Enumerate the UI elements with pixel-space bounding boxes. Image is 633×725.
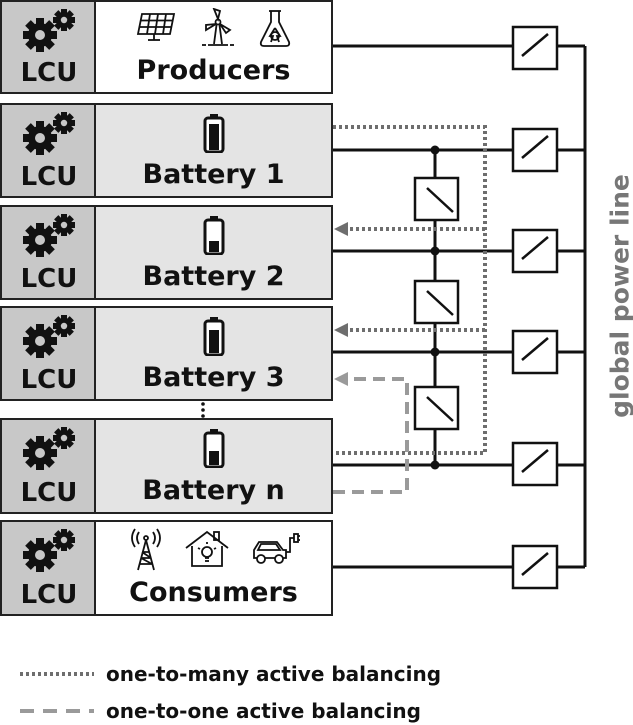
lcu-label: LCU	[20, 365, 78, 395]
unit-label: Battery 3	[142, 362, 285, 393]
battery-2-unit: LCU Battery 2	[0, 205, 333, 300]
gears-icon	[23, 112, 75, 155]
junction-dot	[430, 246, 440, 256]
arrowhead	[334, 222, 348, 236]
solar-panel-icon	[136, 8, 178, 48]
switch-icon	[511, 228, 559, 274]
unit-body: Battery 1	[96, 105, 331, 196]
one-to-many-trunk	[333, 125, 487, 455]
one-to-one-balancing-path	[333, 377, 409, 494]
dotted-line-icon	[20, 672, 94, 676]
one-to-many-arrowheads	[334, 222, 348, 337]
lcu-panel: LCU	[2, 2, 96, 92]
gears-icon	[23, 214, 75, 257]
battery-icon	[203, 114, 224, 153]
electric-car-icon	[250, 528, 300, 572]
lcu-label: LCU	[20, 264, 78, 294]
balancing-switches	[413, 176, 460, 431]
junction-dot	[430, 145, 440, 155]
unit-label: Battery 2	[142, 261, 285, 292]
unit-body: Battery 2	[96, 207, 331, 298]
unit-label: Battery n	[142, 475, 285, 506]
lcu-label: LCU	[20, 162, 78, 192]
switch-icon	[511, 441, 559, 487]
unit-icons	[96, 8, 331, 48]
switch-icon	[511, 25, 559, 71]
gears-icon	[23, 427, 75, 470]
wind-turbine-icon	[198, 8, 238, 48]
battery-icon	[203, 429, 224, 468]
battery-1-unit: LCU Battery 1	[0, 103, 333, 198]
global-power-line-label: global power line	[605, 174, 633, 418]
lcu-label: LCU	[20, 58, 78, 88]
ellipsis-icon	[201, 402, 205, 418]
legend-one-to-one: one-to-one active balancing	[20, 699, 421, 723]
unit-label: Battery 1	[142, 159, 285, 190]
switch-icon	[511, 329, 559, 375]
power-connections	[333, 44, 587, 569]
gears-icon	[23, 529, 75, 572]
unit-icons	[96, 528, 331, 572]
unit-body: Producers	[96, 2, 331, 92]
dashed-line-icon	[20, 709, 94, 713]
arrowhead	[334, 323, 348, 337]
switch-icon	[413, 279, 460, 325]
unit-label: Consumers	[129, 577, 298, 608]
bus-junctions	[430, 145, 440, 470]
unit-body: Battery 3	[96, 308, 331, 399]
switch-icon	[413, 385, 460, 431]
unit-body: Battery n	[96, 420, 331, 512]
cell-tower-icon	[128, 528, 164, 572]
junction-dot	[430, 460, 440, 470]
switch-icon	[413, 176, 460, 222]
biogas-flask-icon	[258, 8, 292, 48]
battery-3-unit: LCU Battery 3	[0, 306, 333, 401]
battery-icon	[203, 216, 224, 255]
unit-label: Producers	[136, 55, 291, 86]
producers-unit: LCU Producers	[0, 0, 333, 94]
legend-one-to-many: one-to-many active balancing	[20, 662, 441, 686]
gears-icon	[23, 9, 75, 52]
lcu-panel: LCU	[2, 420, 96, 512]
lcu-label: LCU	[20, 580, 78, 610]
arrowhead	[334, 372, 348, 386]
power-line-switches	[511, 25, 559, 590]
lcu-panel: LCU	[2, 308, 96, 399]
lcu-panel: LCU	[2, 207, 96, 298]
unit-body: Consumers	[96, 522, 331, 614]
battery-n-unit: LCU Battery n	[0, 418, 333, 514]
switch-icon	[511, 544, 559, 590]
consumers-unit: LCU Consumers	[0, 520, 333, 616]
lcu-label: LCU	[20, 478, 78, 508]
switch-icon	[511, 127, 559, 173]
battery-icon	[203, 317, 224, 356]
lcu-panel: LCU	[2, 522, 96, 614]
gears-icon	[23, 315, 75, 358]
lcu-panel: LCU	[2, 105, 96, 196]
legend-label: one-to-one active balancing	[106, 699, 421, 723]
one-to-many-balancing-path	[333, 125, 487, 455]
smart-home-icon	[184, 528, 230, 572]
junction-dot	[430, 347, 440, 357]
legend-label: one-to-many active balancing	[106, 662, 442, 686]
